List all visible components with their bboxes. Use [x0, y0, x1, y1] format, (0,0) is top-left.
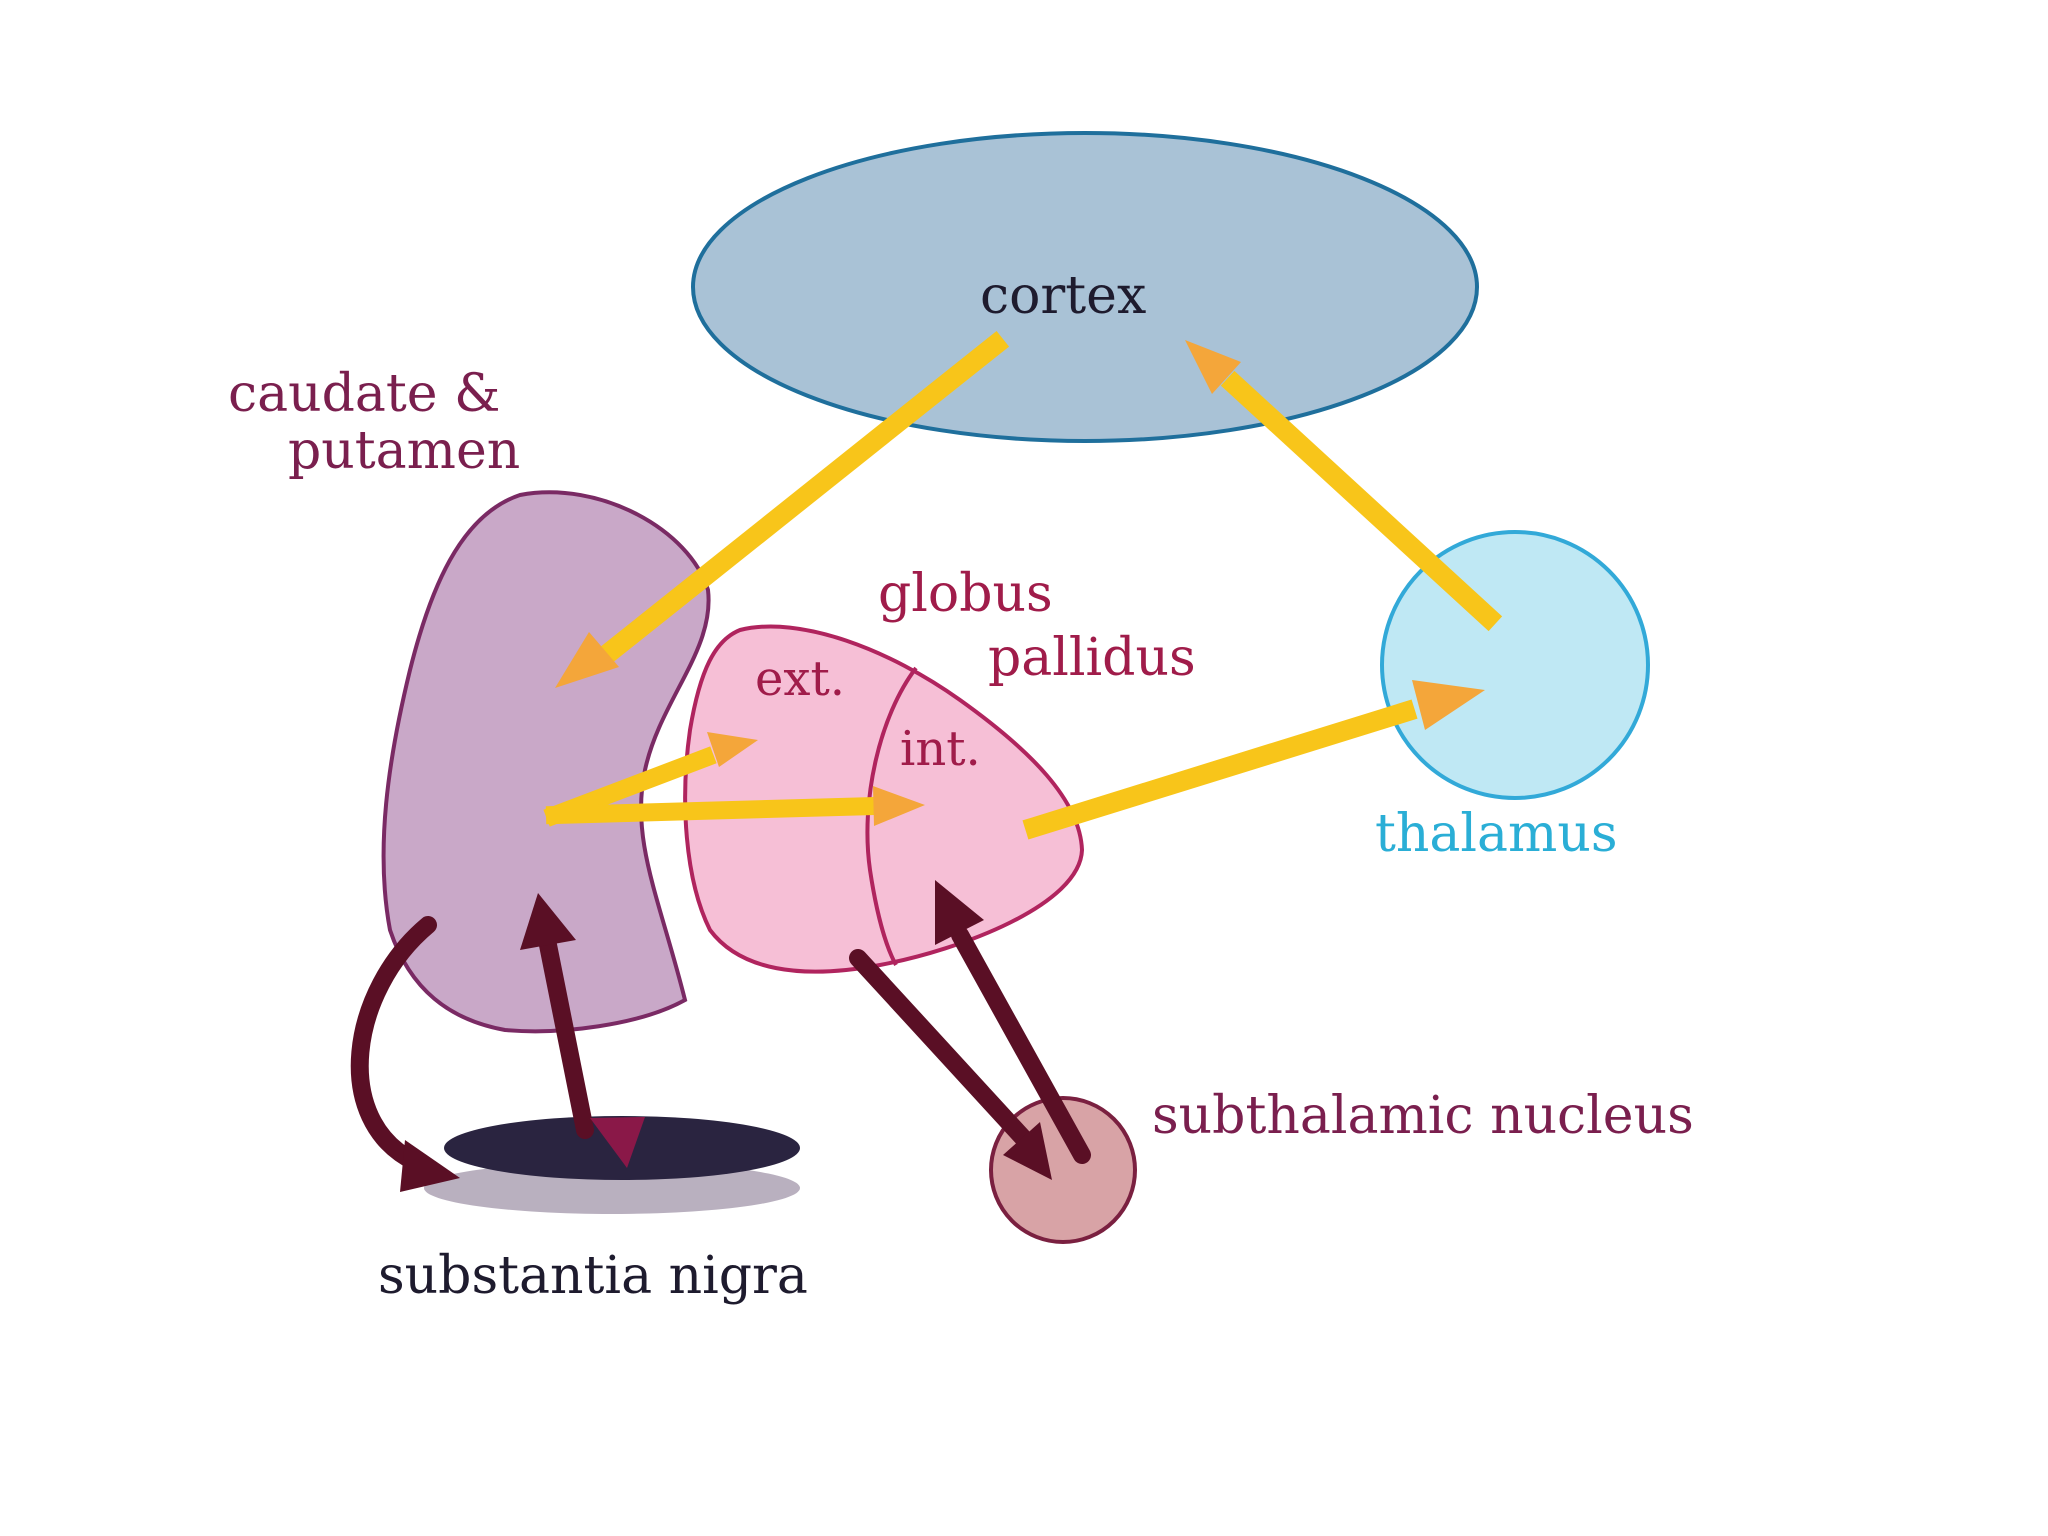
- globus-pallidus-divider: [865, 666, 918, 966]
- striatum-to-gpi-arrow: [545, 786, 925, 826]
- striatum-to-gpi-head: [873, 786, 925, 826]
- caudate-putamen-label-line2: putamen: [288, 421, 521, 481]
- thalamus-to-cortex-shaft: [1220, 370, 1503, 632]
- stn-to-gpi-head: [935, 880, 984, 945]
- gpe-to-stn-arrow: [849, 949, 1052, 1180]
- nigra-to-striatum-head: [520, 893, 576, 950]
- globus-pallidus-label-line2: pallidus: [988, 628, 1196, 688]
- cortex-to-striatum-shaft: [600, 330, 1010, 663]
- stn-to-gpi-shaft: [951, 926, 1091, 1164]
- nigra-to-striatum-shaft: [538, 931, 594, 1139]
- striatum-to-gpe-head: [707, 732, 758, 767]
- striatum-to-nigra-head: [590, 1117, 645, 1168]
- cortex-region: [691, 131, 1479, 443]
- cortex-to-striatum-head: [555, 632, 619, 688]
- gp-external-label: ext.: [755, 651, 846, 707]
- gpe-to-stn-shaft: [849, 949, 1034, 1149]
- gpi-to-thalamus-arrow: [1022, 680, 1485, 840]
- cortex-label: cortex: [980, 266, 1147, 326]
- thalamus-label: thalamus: [1375, 804, 1618, 864]
- nigra-to-striatum-arrow: [520, 893, 645, 1168]
- substantia-nigra-label: substantia nigra: [378, 1246, 808, 1306]
- globus-pallidus-label-line1: globus: [878, 564, 1053, 624]
- striatum-to-gpi-shaft: [545, 796, 885, 825]
- gpi-to-thalamus-head: [1412, 680, 1485, 730]
- caudate-putamen-label-line1: caudate &: [228, 364, 501, 424]
- gpe-to-stn-head: [1003, 1122, 1052, 1180]
- gp-internal-label: int.: [900, 721, 981, 777]
- thalamus-to-cortex-arrow: [1185, 340, 1503, 632]
- thalamus-to-cortex-head: [1185, 340, 1241, 394]
- stn-to-gpi-arrow: [935, 880, 1091, 1164]
- thalamus-region: [1380, 530, 1650, 800]
- striatum-to-nigra-curved-arrow: [350, 916, 460, 1192]
- striatum-to-nigra-curved-head: [400, 1140, 460, 1192]
- striatum-to-nigra-curved-shaft: [350, 916, 437, 1171]
- subthalamic-nucleus-label: subthalamic nucleus: [1152, 1086, 1694, 1146]
- cortex-to-striatum-arrow: [555, 330, 1010, 688]
- gpi-to-thalamus-shaft: [1022, 699, 1418, 840]
